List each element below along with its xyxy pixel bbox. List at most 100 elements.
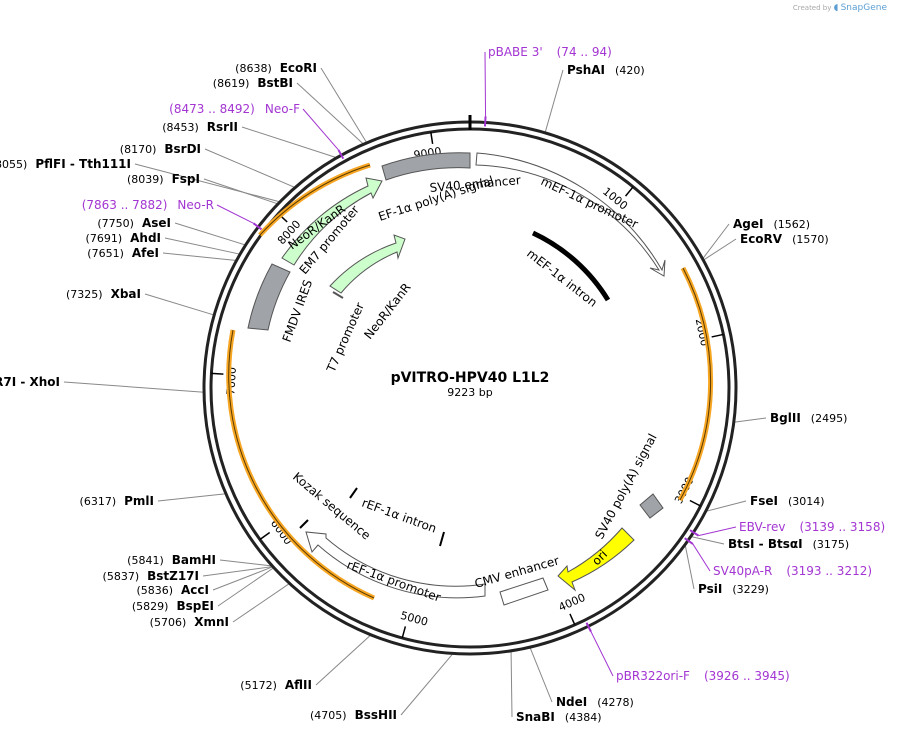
primer-leader-line xyxy=(692,543,711,572)
site-position: (5172) xyxy=(240,679,277,692)
primer-name: pBABE 3' xyxy=(488,45,543,59)
cmv-enhancer-box[interactable] xyxy=(499,577,549,606)
tick-mark xyxy=(689,499,701,507)
restriction-site[interactable]: BsrDI(8170) xyxy=(120,142,201,156)
primer-mark xyxy=(337,149,345,160)
site-leader-line xyxy=(315,634,372,686)
site-position: (8039) xyxy=(127,173,164,186)
fmdv-ires-box[interactable] xyxy=(247,263,291,331)
orf-arc-upper-left-line xyxy=(259,164,371,236)
primer-site[interactable]: pBABE 3'(74 .. 94) xyxy=(488,45,612,59)
restriction-site[interactable]: PaeR7I - XhoI(6894) xyxy=(0,375,60,389)
site-position: (6317) xyxy=(80,495,117,508)
feature-label: T7 promoter xyxy=(324,300,368,375)
primer-range: (3926 .. 3945) xyxy=(704,669,790,683)
primer-site[interactable]: EBV-rev(3139 .. 3158) xyxy=(739,520,885,534)
site-leader-line xyxy=(174,222,246,246)
ref1a-promoter-arrow[interactable] xyxy=(305,531,486,599)
site-leader-line xyxy=(684,544,695,590)
primer-range: (3139 .. 3158) xyxy=(799,520,885,534)
plasmid-name: pVITRO-HPV40 L1L2 xyxy=(391,370,550,386)
site-leader-line xyxy=(217,567,275,607)
site-name: NdeI xyxy=(556,695,587,709)
site-name: PshAI xyxy=(567,63,605,77)
site-position: (1570) xyxy=(792,233,829,246)
site-leader-line xyxy=(544,69,564,133)
tick-mark xyxy=(211,372,224,375)
site-position: (3014) xyxy=(788,495,825,508)
site-leader-line xyxy=(162,252,237,262)
site-name: PflFI - Tth111I xyxy=(35,157,131,171)
site-leader-line xyxy=(219,559,273,567)
restriction-site[interactable]: FseI(3014) xyxy=(750,494,825,508)
site-name: BsrDI xyxy=(164,142,201,156)
neor-kanr-arrow-inner[interactable] xyxy=(329,234,406,294)
site-leader-lines xyxy=(63,67,767,718)
primer-site[interactable]: pBR322ori-F(3926 .. 3945) xyxy=(616,669,790,683)
restriction-site[interactable]: PflFI - Tth111I (8055) xyxy=(0,157,131,171)
site-name: AfeI xyxy=(132,246,159,260)
site-name: BtsI - BtsαI xyxy=(728,537,803,551)
restriction-site[interactable]: BamHI(5841) xyxy=(127,553,216,567)
restriction-site[interactable]: AgeI(1562) xyxy=(733,217,810,231)
restriction-site[interactable]: EcoRV (1570) xyxy=(740,232,829,246)
restriction-site[interactable]: PshAI(420) xyxy=(567,63,645,77)
restriction-site[interactable]: XbaI(7325) xyxy=(66,287,141,301)
feature-label: FMDV IRES xyxy=(280,278,316,344)
primer-site[interactable]: Neo-F(8473 .. 8492) xyxy=(169,102,300,116)
tick-mark xyxy=(711,333,724,338)
site-name: FspI xyxy=(172,172,200,186)
restriction-site[interactable]: AfeI(7651) xyxy=(87,246,159,260)
ori-arrow[interactable] xyxy=(557,527,635,592)
site-name: BssHII xyxy=(355,708,397,722)
site-position: (8055) xyxy=(0,158,27,171)
tick-label: 4000 xyxy=(557,591,588,614)
site-leader-line xyxy=(63,381,205,393)
restriction-site[interactable]: BstBI(8619) xyxy=(213,76,293,90)
restriction-site[interactable]: AccI(5836) xyxy=(136,583,209,597)
restriction-site[interactable]: AhdI(7691) xyxy=(86,231,161,245)
restriction-site[interactable]: RsrII(8453) xyxy=(162,120,238,134)
primer-site[interactable]: SV40pA-R(3193 .. 3212) xyxy=(713,564,872,578)
orf-arc-right[interactable] xyxy=(677,266,714,502)
site-position: (4278) xyxy=(597,696,634,709)
site-leader-line xyxy=(212,566,274,591)
site-leader-line xyxy=(296,82,364,145)
sv40-polya-box[interactable] xyxy=(639,493,664,519)
site-leader-line xyxy=(702,223,730,260)
mef1a-promoter-arrow[interactable] xyxy=(475,152,666,277)
restriction-site[interactable]: AflII (5172) xyxy=(240,678,312,692)
site-leader-line xyxy=(703,238,737,261)
restriction-site[interactable]: AseI(7750) xyxy=(97,216,171,230)
site-name: BamHI xyxy=(172,553,216,567)
site-position: (7691) xyxy=(86,232,123,245)
restriction-site[interactable]: PsiI(3229) xyxy=(698,582,769,596)
credit-prefix: Created by xyxy=(792,4,832,12)
site-name: AflII xyxy=(285,678,312,692)
tick-mark xyxy=(624,186,634,197)
primer-sites: pBABE 3'(74 .. 94) EBV-rev(3139 .. 3158) S… xyxy=(82,45,885,683)
primer-leader-line xyxy=(302,108,339,151)
site-name: EcoRI xyxy=(280,61,317,75)
restriction-site[interactable]: XmnI(5706) xyxy=(150,615,229,629)
primer-site[interactable]: Neo-R(7863 .. 7882) xyxy=(82,198,214,212)
kozak-marker xyxy=(299,519,309,529)
restriction-site[interactable]: BspEI(5829) xyxy=(132,599,214,613)
restriction-site[interactable]: SnaBI(4384) xyxy=(516,710,601,724)
sv40-enhancer-box[interactable] xyxy=(381,152,471,181)
restriction-site[interactable]: BtsI - BtsαI(3175) xyxy=(728,537,849,551)
tick-label: 6000 xyxy=(268,517,295,547)
restriction-site[interactable]: BssHII(4705) xyxy=(310,708,397,722)
site-name: EcoRV xyxy=(740,232,783,246)
ref1a-intron-marker-b xyxy=(439,531,445,547)
restriction-site[interactable]: FspI (8039) xyxy=(127,172,200,186)
restriction-site[interactable]: BstZ17I(5837) xyxy=(103,569,199,583)
mef1a-intron-arc[interactable] xyxy=(531,230,611,302)
neor-kanr-arrow-outer[interactable] xyxy=(281,177,383,266)
feature-label: NeoR/KanR xyxy=(361,280,413,341)
restriction-site[interactable]: BglII(2495) xyxy=(770,411,847,425)
restriction-site[interactable]: EcoRI(8638) xyxy=(235,61,317,75)
restriction-site[interactable]: PmlI(6317) xyxy=(80,494,154,508)
site-position: (8453) xyxy=(162,121,199,134)
restriction-site[interactable]: NdeI (4278) xyxy=(556,695,634,709)
